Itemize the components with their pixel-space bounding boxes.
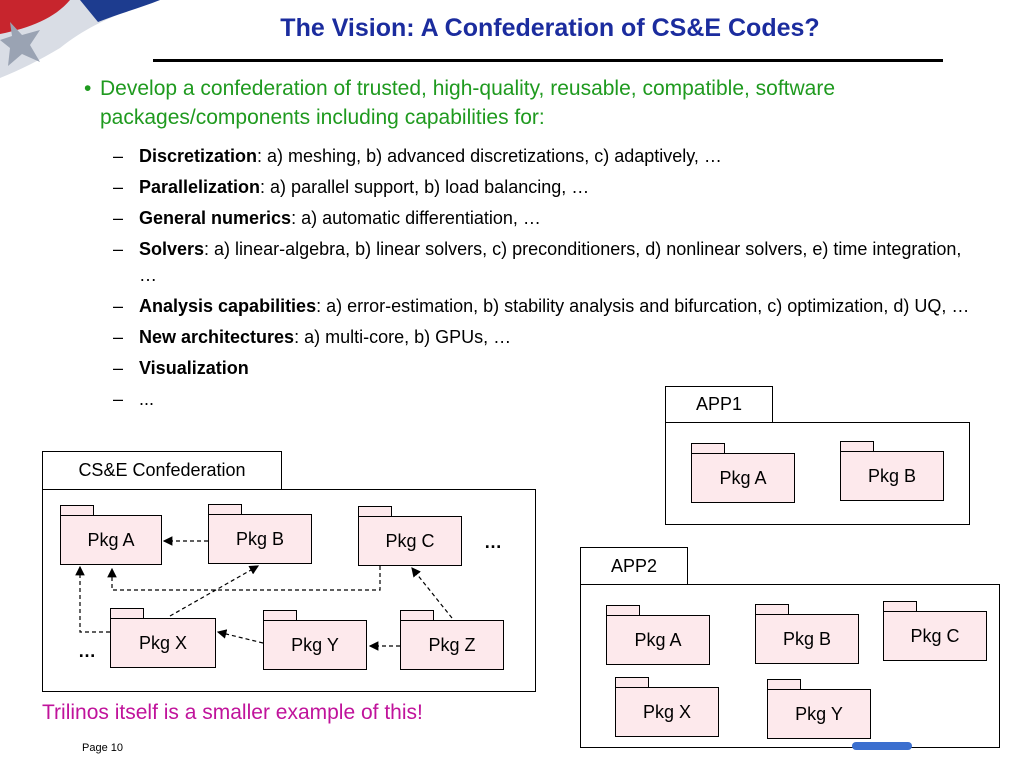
package-label: Pkg A — [691, 453, 795, 503]
subitem-term: Discretization — [139, 146, 258, 166]
package-label: Pkg Z — [400, 620, 504, 670]
app2-pkg-a: Pkg A — [606, 605, 710, 665]
package-label: Pkg B — [755, 614, 859, 664]
subitem-detail: : a) parallel support, b) load balancing… — [260, 177, 590, 197]
subitem-new-architectures: – New architectures: a) multi-core, b) G… — [113, 324, 973, 350]
subitem-detail: : a) linear-algebra, b) linear solvers, … — [139, 239, 962, 285]
package-label: Pkg X — [110, 618, 216, 668]
institution-logo-icon — [852, 742, 912, 750]
package-label: Pkg C — [358, 516, 462, 566]
subitem-term: General numerics — [139, 208, 292, 228]
dash-icon: – — [113, 208, 124, 228]
confed-pkg-c: Pkg C — [358, 506, 462, 566]
flag-star-logo-icon — [0, 0, 160, 78]
app2-pkg-y: Pkg Y — [767, 679, 871, 739]
package-label: Pkg X — [615, 687, 719, 737]
subitem-detail: : a) automatic differentiation, … — [291, 208, 541, 228]
confed-pkg-b: Pkg B — [208, 504, 312, 564]
subitem-term: New architectures — [139, 327, 295, 347]
subitem-term: Parallelization — [139, 177, 261, 197]
dash-icon: – — [113, 239, 124, 259]
subitem-detail: : a) error-estimation, b) stability anal… — [316, 296, 970, 316]
app2-pkg-b: Pkg B — [755, 604, 859, 664]
main-bullet-text: Develop a confederation of trusted, high… — [100, 77, 836, 129]
package-label: Pkg A — [606, 615, 710, 665]
app2-pkg-x: Pkg X — [615, 677, 719, 737]
subitem-discretization: – Discretization: a) meshing, b) advance… — [113, 143, 973, 169]
subitem-detail: ... — [139, 389, 155, 409]
subitem-parallelization: – Parallelization: a) parallel support, … — [113, 174, 973, 200]
more-packages-ellipsis: … — [484, 532, 502, 552]
confederation-label: CS&E Confederation — [42, 451, 282, 490]
app1-label: APP1 — [665, 386, 773, 423]
more-packages-ellipsis-left: … — [78, 641, 96, 661]
dash-icon: – — [113, 358, 124, 378]
package-label: Pkg B — [840, 451, 944, 501]
confed-pkg-y: Pkg Y — [263, 610, 367, 670]
main-bullet: • Develop a confederation of trusted, hi… — [84, 74, 944, 132]
subitem-term: Analysis capabilities — [139, 296, 317, 316]
dependency-arrows — [75, 536, 453, 651]
app1-pkg-a: Pkg A — [691, 443, 795, 503]
subitem-visualization: – Visualization — [113, 355, 973, 381]
arrow-z-to-c — [411, 567, 453, 619]
package-label: Pkg C — [883, 611, 987, 661]
page-title: The Vision: A Confederation of CS&E Code… — [280, 14, 820, 42]
dash-icon: – — [113, 389, 124, 409]
app2-pkg-c: Pkg C — [883, 601, 987, 661]
subitem-general-numerics: – General numerics: a) automatic differe… — [113, 205, 973, 231]
dash-icon: – — [113, 177, 124, 197]
app2-label: APP2 — [580, 547, 688, 585]
package-label: Pkg B — [208, 514, 312, 564]
subitem-detail: : a) meshing, b) advanced discretization… — [257, 146, 722, 166]
confed-pkg-x: Pkg X — [110, 608, 216, 668]
title-divider — [153, 59, 943, 62]
subitem-list: – Discretization: a) meshing, b) advance… — [113, 143, 973, 417]
arrow-c-to-a — [107, 566, 381, 591]
package-label: Pkg Y — [767, 689, 871, 739]
subitem-solvers: – Solvers: a) linear-algebra, b) linear … — [113, 236, 973, 288]
confed-pkg-a: Pkg A — [60, 505, 162, 565]
subitem-detail: : a) multi-core, b) GPUs, … — [294, 327, 512, 347]
subitem-more: – ... — [113, 386, 973, 412]
app1-pkg-b: Pkg B — [840, 441, 944, 501]
arrow-y-to-x — [216, 629, 264, 644]
bullet-dot-icon: • — [84, 77, 92, 100]
dash-icon: – — [113, 146, 124, 166]
trilinos-note: Trilinos itself is a smaller example of … — [42, 701, 423, 724]
package-label: Pkg A — [60, 515, 162, 565]
subitem-term: Visualization — [139, 358, 249, 378]
dash-icon: – — [113, 327, 124, 347]
arrow-x-to-a — [75, 565, 110, 633]
dash-icon: – — [113, 296, 124, 316]
page-number: Page 10 — [82, 742, 123, 754]
arrow-x-to-b — [169, 565, 260, 617]
subitem-term: Solvers — [139, 239, 205, 259]
confed-pkg-z: Pkg Z — [400, 610, 504, 670]
subitem-analysis: – Analysis capabilities: a) error-estima… — [113, 293, 973, 319]
package-label: Pkg Y — [263, 620, 367, 670]
